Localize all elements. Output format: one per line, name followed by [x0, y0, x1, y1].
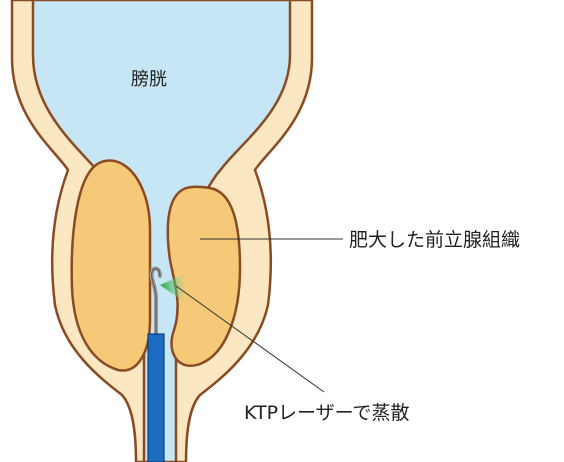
- ktp-laser-label: KTPレーザーで蒸散: [244, 402, 410, 424]
- endoscope-sheath: [148, 334, 164, 462]
- bladder-label: 膀胱: [131, 69, 167, 90]
- prostate-lobe-left: [72, 161, 150, 371]
- prostate-tissue-label: 肥大した前立腺組織: [349, 229, 520, 251]
